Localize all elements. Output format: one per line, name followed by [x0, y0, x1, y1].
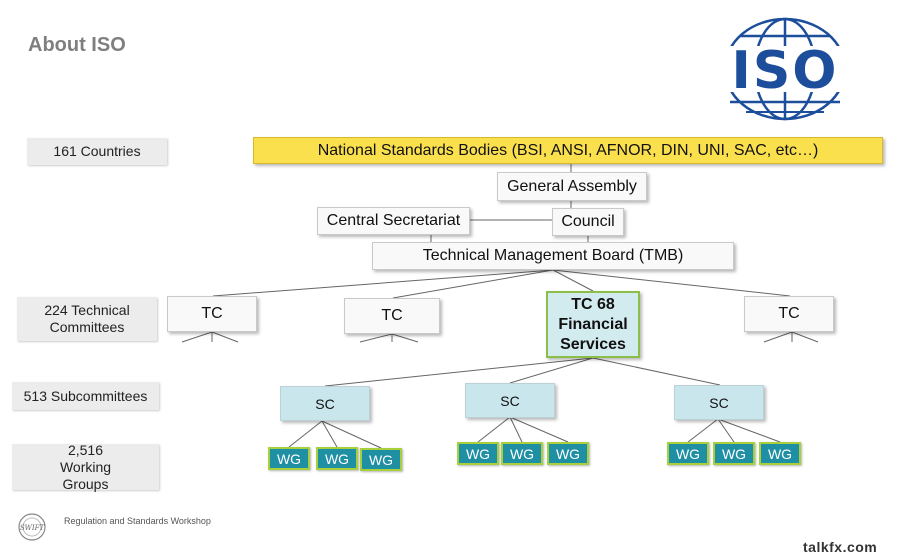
wg-box: WG — [667, 442, 709, 465]
tc-box-1: TC — [167, 296, 257, 332]
wg-box: WG — [457, 442, 499, 465]
tc-box-4: TC — [744, 296, 834, 332]
wg-box: WG — [316, 447, 358, 470]
general-assembly-box: General Assembly — [497, 172, 647, 201]
wg-box: WG — [547, 442, 589, 465]
national-standards-bodies-box: National Standards Bodies (BSI, ANSI, AF… — [253, 137, 883, 164]
sc-box-1: SC — [280, 386, 370, 421]
central-secretariat-box: Central Secretariat — [317, 207, 470, 235]
label-subcommittees: 513 Subcommittees — [12, 382, 159, 410]
svg-text:SWIFT: SWIFT — [20, 524, 46, 532]
sc-box-2: SC — [465, 383, 555, 418]
watermark: talkfx.com — [803, 539, 878, 555]
sc-box-3: SC — [674, 385, 764, 420]
tc-box-2: TC — [344, 298, 440, 334]
label-technical-committees: 224 Technical Committees — [17, 297, 157, 341]
tmb-box: Technical Management Board (TMB) — [372, 242, 734, 270]
wg-box: WG — [713, 442, 755, 465]
label-countries: 161 Countries — [27, 138, 167, 165]
wg-box: WG — [501, 442, 543, 465]
footer-text: Regulation and Standards Workshop — [64, 516, 211, 526]
council-box: Council — [552, 208, 624, 236]
page-title: About ISO — [28, 34, 126, 56]
label-working-groups: 2,516 Working Groups — [12, 442, 159, 492]
swift-logo: SWIFT — [17, 512, 47, 547]
wg-box: WG — [759, 442, 801, 465]
tc68-financial-services-box: TC 68 Financial Services — [546, 291, 640, 358]
iso-logo-text: ISO — [731, 41, 838, 101]
wg-box: WG — [268, 447, 310, 470]
wg-box: WG — [360, 448, 402, 471]
iso-logo: ISO — [700, 16, 870, 127]
